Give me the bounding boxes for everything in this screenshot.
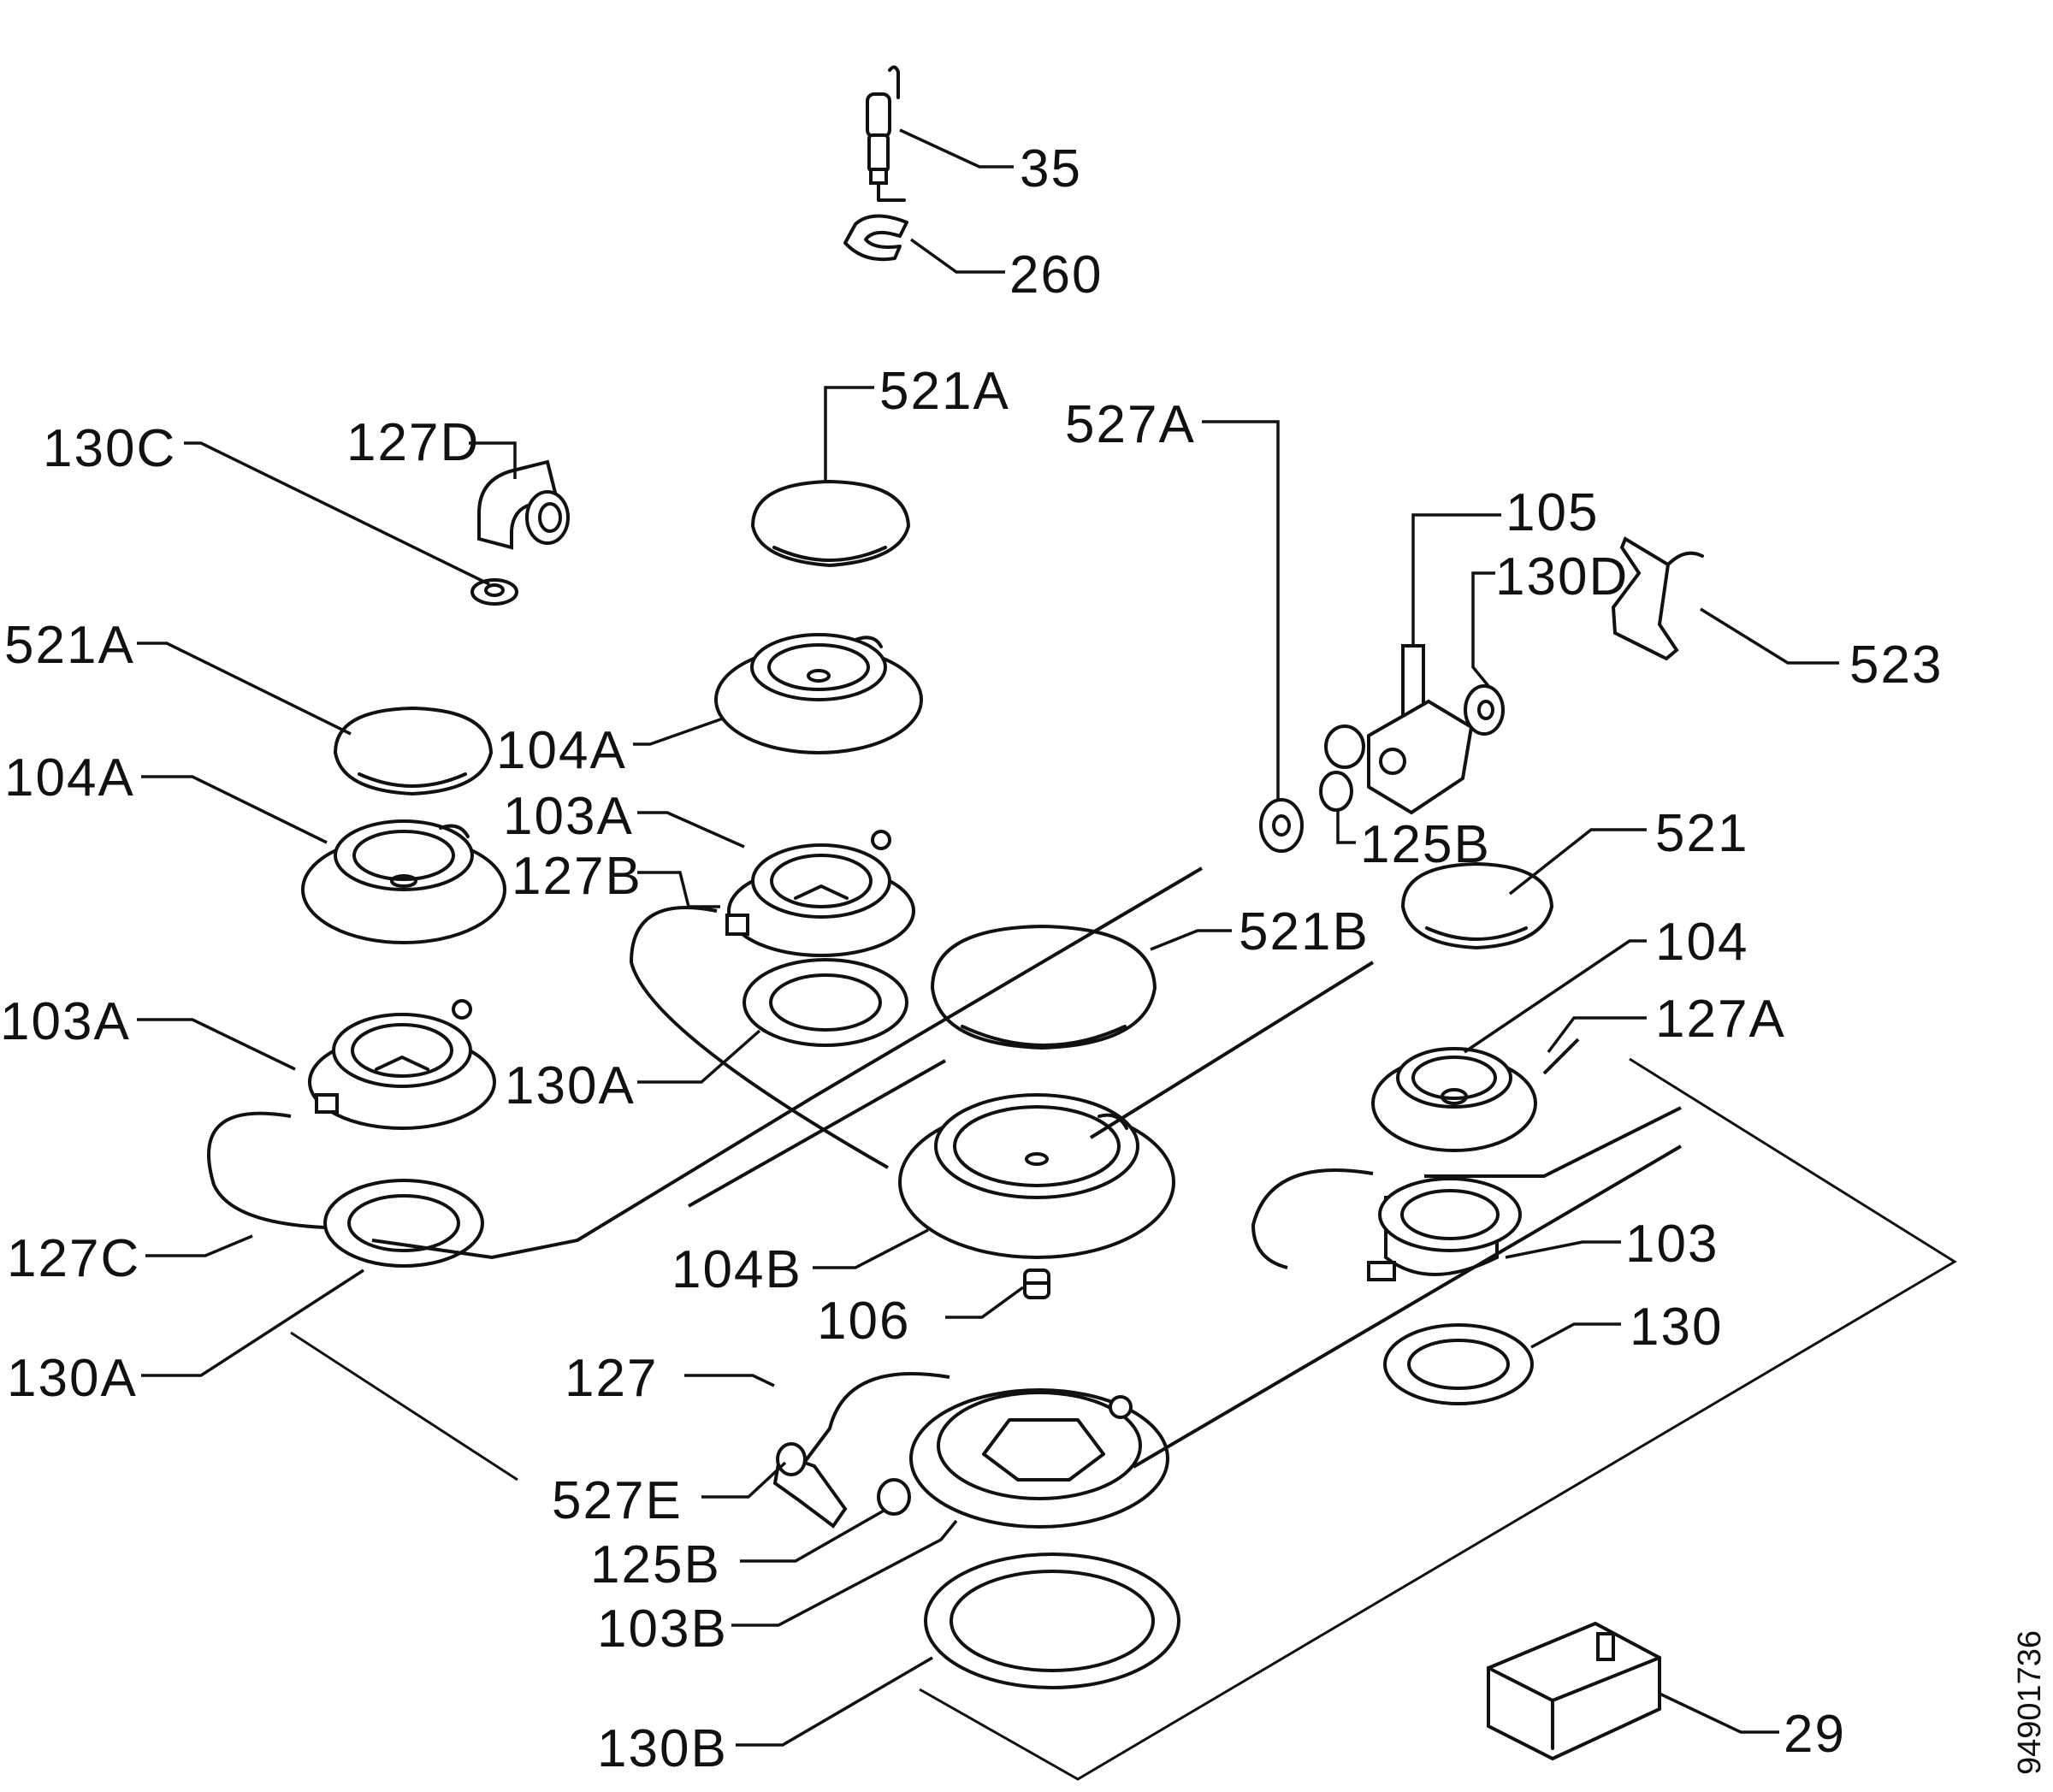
callout-29: 29 <box>1784 1705 1846 1764</box>
callout-125B-top: 125B <box>1360 815 1491 874</box>
callout-130B: 130B <box>597 1719 728 1778</box>
callout-521A-left: 521A <box>4 616 135 675</box>
callout-105: 105 <box>1506 483 1599 542</box>
part-527A-nut <box>1259 798 1304 853</box>
part-35-spark-electrode <box>866 65 906 202</box>
part-104A-burner-head-mid <box>714 633 923 754</box>
part-521B-cap-large <box>930 924 1157 1050</box>
part-103-burner-body-right <box>1367 1177 1522 1281</box>
part-130-gasket-right <box>1383 1323 1534 1405</box>
gas-pipes <box>207 866 1683 1469</box>
hob-frame <box>290 1057 1957 1781</box>
callout-127A: 127A <box>1655 990 1786 1049</box>
callout-103A-left: 103A <box>0 992 131 1051</box>
callout-104A-left: 104A <box>4 748 135 807</box>
part-521A-cap-top <box>750 479 911 568</box>
part-103A-burner-body-left <box>308 999 496 1130</box>
callout-130: 130 <box>1630 1298 1723 1357</box>
part-105-gas-tap <box>1324 644 1474 815</box>
part-104-burner-head-right <box>1371 1047 1537 1152</box>
callout-130A-mid: 130A <box>505 1056 636 1115</box>
callout-125B-bottom: 125B <box>590 1535 721 1594</box>
callout-523: 523 <box>1849 636 1943 695</box>
callout-527E: 527E <box>552 1471 683 1530</box>
callout-521: 521 <box>1655 804 1748 863</box>
callout-130A-left: 130A <box>7 1349 138 1408</box>
part-104A-burner-head-left <box>301 819 506 944</box>
part-521-cap-right <box>1400 861 1554 950</box>
part-130B-gasket-large <box>924 1552 1180 1689</box>
part-527E-connector <box>772 1442 848 1529</box>
document-id: 94901736 <box>2012 1630 2048 1775</box>
callout-127C: 127C <box>7 1229 140 1288</box>
part-125B-injector-top <box>1319 771 1353 812</box>
callout-103: 103 <box>1625 1215 1719 1274</box>
callout-130D: 130D <box>1495 547 1629 606</box>
callout-127B: 127B <box>512 847 642 906</box>
callout-104B: 104B <box>672 1240 802 1299</box>
callout-527A: 527A <box>1065 395 1196 454</box>
callout-103B: 103B <box>597 1600 728 1659</box>
callout-127D: 127D <box>346 413 480 472</box>
part-104B-burner-head-large <box>898 1093 1175 1259</box>
part-127D-elbow-fitting <box>477 459 570 550</box>
callout-35: 35 <box>1020 139 1082 198</box>
part-130C-washer <box>470 578 518 606</box>
callout-103A-mid: 103A <box>503 787 634 846</box>
part-125B-injector-bottom <box>877 1478 911 1516</box>
callout-260: 260 <box>1009 245 1103 305</box>
part-130A-gasket-left <box>323 1179 484 1268</box>
callout-labels: 35 260 521A 527A 130C 127D 105 130D 523 … <box>0 139 2048 1778</box>
leader-lines <box>137 128 1839 1747</box>
callout-104: 104 <box>1655 913 1748 972</box>
part-130D-washer <box>1464 684 1505 736</box>
part-29-ignition-unit <box>1487 1621 1661 1761</box>
part-130A-gasket-mid <box>743 958 908 1047</box>
callout-127: 127 <box>565 1349 658 1408</box>
part-521A-cap-left <box>333 706 494 796</box>
callout-521A-top: 521A <box>879 362 1010 421</box>
part-103A-burner-body-mid <box>725 830 915 957</box>
part-106-injector <box>1023 1269 1050 1299</box>
part-523-bracket <box>1611 536 1704 661</box>
callout-104A-mid: 104A <box>496 721 627 780</box>
callout-106: 106 <box>817 1292 910 1351</box>
callout-521B: 521B <box>1239 902 1370 961</box>
callout-130C: 130C <box>43 419 176 478</box>
part-103B-burner-body-wok <box>909 1388 1169 1529</box>
part-260-clip <box>843 214 908 262</box>
